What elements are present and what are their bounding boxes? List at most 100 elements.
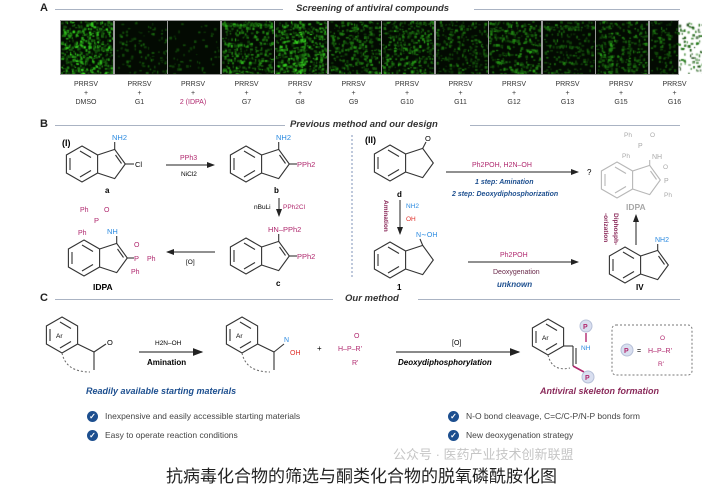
divider [470, 125, 680, 126]
svg-text:P: P [664, 178, 669, 185]
sample-virus: PRRSV [501, 81, 527, 88]
svg-text:HN–PPh2: HN–PPh2 [268, 225, 301, 234]
check-icon: ✓ [87, 430, 98, 441]
sample-compound: G10 [400, 99, 414, 106]
phosphine-oxide-reagent: O H–P–R' R' [338, 333, 362, 367]
fluorescence-image-tile [648, 20, 702, 75]
svg-text:Deoxygenation: Deoxygenation [493, 269, 540, 276]
svg-text:nBuLi: nBuLi [254, 204, 271, 211]
svg-text:Amination: Amination [382, 200, 389, 232]
divider [55, 125, 285, 126]
svg-text:IDPA: IDPA [626, 202, 646, 212]
feature-bullet: ✓Inexpensive and easily accessible start… [87, 411, 300, 422]
compound-c-label: c [276, 279, 281, 288]
sample-virus: PRRSV [127, 81, 152, 88]
check-icon: ✓ [448, 411, 459, 422]
svg-text:Ph: Ph [131, 269, 140, 276]
svg-text:N: N [284, 337, 289, 344]
fluorescence-image [114, 21, 167, 74]
svg-text:Ph2POH, H2N–OH: Ph2POH, H2N–OH [472, 162, 532, 169]
fluorescence-image-tile [274, 20, 328, 75]
svg-text:O: O [663, 164, 668, 171]
sample-plus: + [511, 90, 517, 97]
svg-text:H2N–OH: H2N–OH [155, 340, 182, 347]
sample-plus: + [351, 90, 356, 97]
svg-text:O: O [104, 207, 110, 214]
svg-text:O: O [660, 335, 665, 342]
divider [418, 299, 680, 300]
svg-text:Ph: Ph [624, 132, 632, 139]
svg-text:Ph2POH: Ph2POH [500, 252, 528, 259]
sample-plus: + [672, 90, 677, 97]
svg-text:H–P–R': H–P–R' [648, 348, 672, 355]
svg-text:R': R' [352, 360, 358, 367]
sample-virus: PRRSV [608, 81, 634, 88]
svg-text:PPh3: PPh3 [180, 155, 197, 162]
divider [55, 9, 283, 10]
panel-b-title: Previous method and our design [290, 119, 438, 130]
sample-virus: PRRSV [662, 81, 687, 88]
sample-compound: DMSO [75, 99, 97, 106]
sample-compound: 2 (IDPA) [179, 99, 207, 106]
svg-text:Deoxydiphosphorylation: Deoxydiphosphorylation [398, 358, 492, 367]
fluorescence-image-tile [595, 20, 649, 75]
svg-text:[O]: [O] [186, 259, 195, 266]
svg-text:?: ? [587, 168, 592, 177]
svg-text:P: P [583, 324, 588, 331]
check-icon: ✓ [87, 411, 98, 422]
svg-text:=: = [637, 348, 641, 355]
fluorescence-image-tile [60, 20, 114, 75]
fluorescence-image [61, 21, 113, 74]
fluorescence-image [382, 21, 434, 74]
diphosphorylated-product: Ar NH P P [531, 318, 595, 384]
panel-c-title: Our method [345, 293, 399, 304]
svg-text:O: O [354, 333, 360, 340]
fluorescence-image-tile [434, 20, 489, 75]
svg-text:Ph: Ph [80, 207, 89, 214]
svg-text:Amination: Amination [147, 358, 186, 367]
svg-text:OH: OH [290, 350, 301, 357]
fluorescence-image [542, 21, 595, 74]
watermark: 公众号 · 医药产业技术创新联盟 [393, 447, 574, 462]
svg-text:OH: OH [406, 216, 416, 223]
svg-text:R': R' [658, 361, 664, 368]
sample-label: PRRSV+G12 [487, 80, 541, 107]
compound-a: NH2 Cl a [66, 133, 142, 195]
sample-virus: PRRSV [234, 81, 259, 88]
sample-compound: G8 [295, 99, 305, 106]
fluorescence-image [596, 21, 648, 74]
target-idpa-faded: NH P Ph Ph O P O Ph IDPA [601, 132, 672, 212]
compound-1-oxime: N∼OH 1 [374, 232, 437, 292]
svg-text:Ar: Ar [56, 333, 63, 340]
svg-text:PPh2: PPh2 [297, 160, 315, 169]
fluorescence-image-tile [220, 20, 275, 75]
divider [474, 9, 680, 10]
divider [55, 299, 333, 300]
svg-text:Cl: Cl [135, 160, 142, 169]
idpa-label: IDPA [93, 282, 113, 292]
oxime-intermediate: Ar N OH [225, 316, 301, 373]
sample-compound: G16 [667, 99, 682, 106]
sample-label: PRRSV+G15 [594, 80, 648, 107]
svg-text:PPh2: PPh2 [297, 252, 315, 261]
sample-compound: G11 [454, 99, 467, 106]
svg-text:Ph: Ph [147, 256, 156, 263]
sample-compound: G1 [134, 99, 145, 106]
sample-virus: PRRSV [73, 81, 99, 88]
sample-compound: G15 [614, 99, 628, 106]
svg-text:2 step: Deoxydiphosphorization: 2 step: Deoxydiphosphorization [451, 191, 558, 198]
figure-caption: 抗病毒化合物的筛选与酮类化合物的脱氧磷酰胺化图 [166, 467, 557, 486]
svg-text:PPh2Cl: PPh2Cl [283, 204, 306, 211]
fluorescence-image [328, 21, 381, 74]
fluorescence-image [168, 21, 220, 74]
compound-d: O d [374, 134, 433, 199]
svg-text:NH2: NH2 [655, 237, 669, 244]
fluorescence-image [221, 21, 274, 74]
fluorescence-image [649, 21, 702, 74]
sample-virus: PRRSV [180, 81, 206, 88]
compound-iv-label: IV [636, 283, 644, 292]
sample-label: PRRSV+G11 [434, 80, 488, 107]
svg-text:O: O [650, 132, 655, 139]
svg-text:Diphosph-: Diphosph- [612, 213, 619, 245]
